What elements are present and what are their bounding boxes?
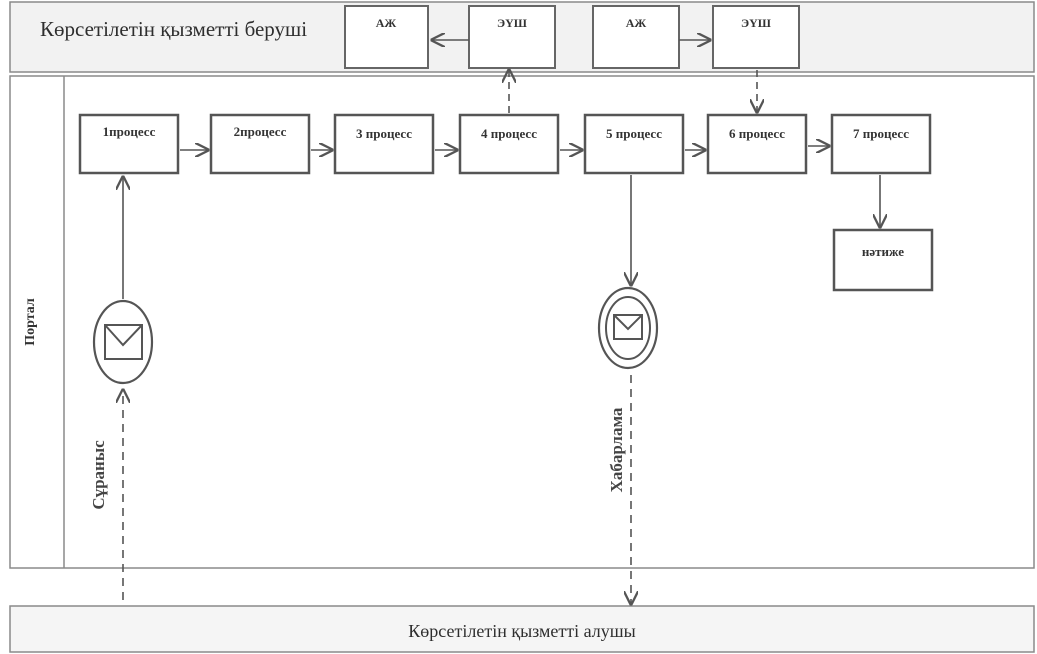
portal-lane-title: Портал (23, 298, 38, 346)
system-eush-1: ЭҮШ (468, 5, 556, 69)
process-7: 7 процесс (830, 113, 932, 175)
notification-label: Хабарлама (607, 407, 626, 492)
recipient-lane-title: Көрсетілетін қызметті алушы (408, 621, 635, 641)
system-eush-2-label: ЭҮШ (741, 16, 771, 30)
process-7-label: 7 процесс (853, 126, 909, 141)
request-label: Сұраныс (89, 440, 108, 510)
process-1-label: 1процесс (103, 124, 156, 139)
system-aj-1: АЖ (344, 5, 429, 69)
process-3-label: 3 процесс (356, 126, 412, 141)
process-5-label: 5 процесс (606, 126, 662, 141)
process-6-label: 6 процесс (729, 126, 785, 141)
process-6: 6 процесс (706, 113, 808, 175)
process-2: 2процесс (209, 113, 311, 175)
request-start-event (92, 299, 154, 385)
process-1: 1процесс (78, 113, 180, 175)
process-4: 4 процесс (458, 113, 560, 175)
envelope-icon (613, 314, 643, 340)
provider-lane-title: Көрсетілетін қызметті беруші (40, 17, 307, 41)
system-aj-2: АЖ (592, 5, 680, 69)
process-2-label: 2процесс (234, 124, 287, 139)
notification-event (597, 286, 659, 370)
result-label: нәтиже (862, 244, 904, 259)
process-5: 5 процесс (583, 113, 685, 175)
system-aj-1-label: АЖ (376, 16, 397, 30)
result-box: нәтиже (832, 228, 934, 292)
recipient-lane: Көрсетілетін қызметті алушы (9, 605, 1035, 653)
process-4-label: 4 процесс (481, 126, 537, 141)
system-eush-1-label: ЭҮШ (497, 16, 527, 30)
system-eush-2: ЭҮШ (712, 5, 800, 69)
system-aj-2-label: АЖ (626, 16, 647, 30)
envelope-icon (104, 324, 143, 360)
process-3: 3 процесс (333, 113, 435, 175)
